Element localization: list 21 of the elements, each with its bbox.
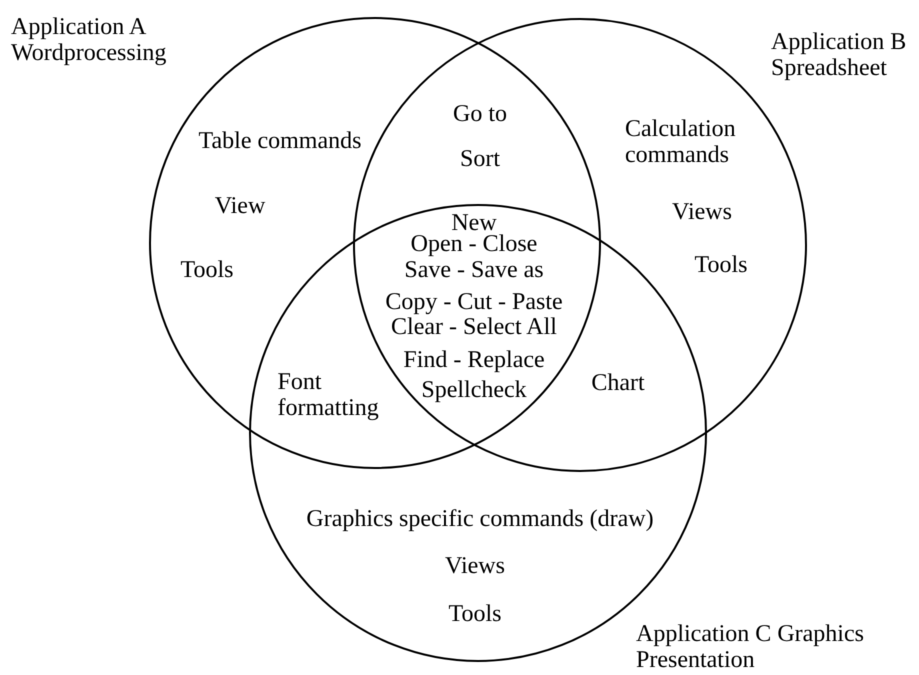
region-text: Sort [460, 146, 500, 172]
region-text: Go to [453, 101, 507, 127]
region-text: Copy - Cut - Paste [385, 289, 563, 315]
region-text: Calculation commands [625, 116, 737, 168]
region-text: Tools [180, 257, 234, 283]
region-text: Find - Replace [403, 347, 545, 373]
region-text: Spellcheck [421, 377, 527, 403]
region-text: Clear - Select All [391, 314, 557, 340]
set-label: Application A Wordprocessing [11, 14, 168, 66]
region-text: Views [672, 199, 732, 225]
region-text: Tools [448, 601, 502, 627]
region-text: Tools [694, 252, 748, 278]
region-text: Chart [591, 370, 645, 396]
region-text: Save - Save as [404, 257, 544, 283]
set-label: Application B Spreadsheet [771, 29, 908, 81]
region-text: Views [445, 553, 505, 579]
region-text: Graphics specific commands (draw) [306, 506, 654, 532]
region-text: View [214, 193, 266, 219]
region-text: Font formatting [278, 369, 380, 421]
region-text: Table commands [198, 128, 362, 154]
set-label: Application C Graphics Presentation [636, 621, 865, 673]
